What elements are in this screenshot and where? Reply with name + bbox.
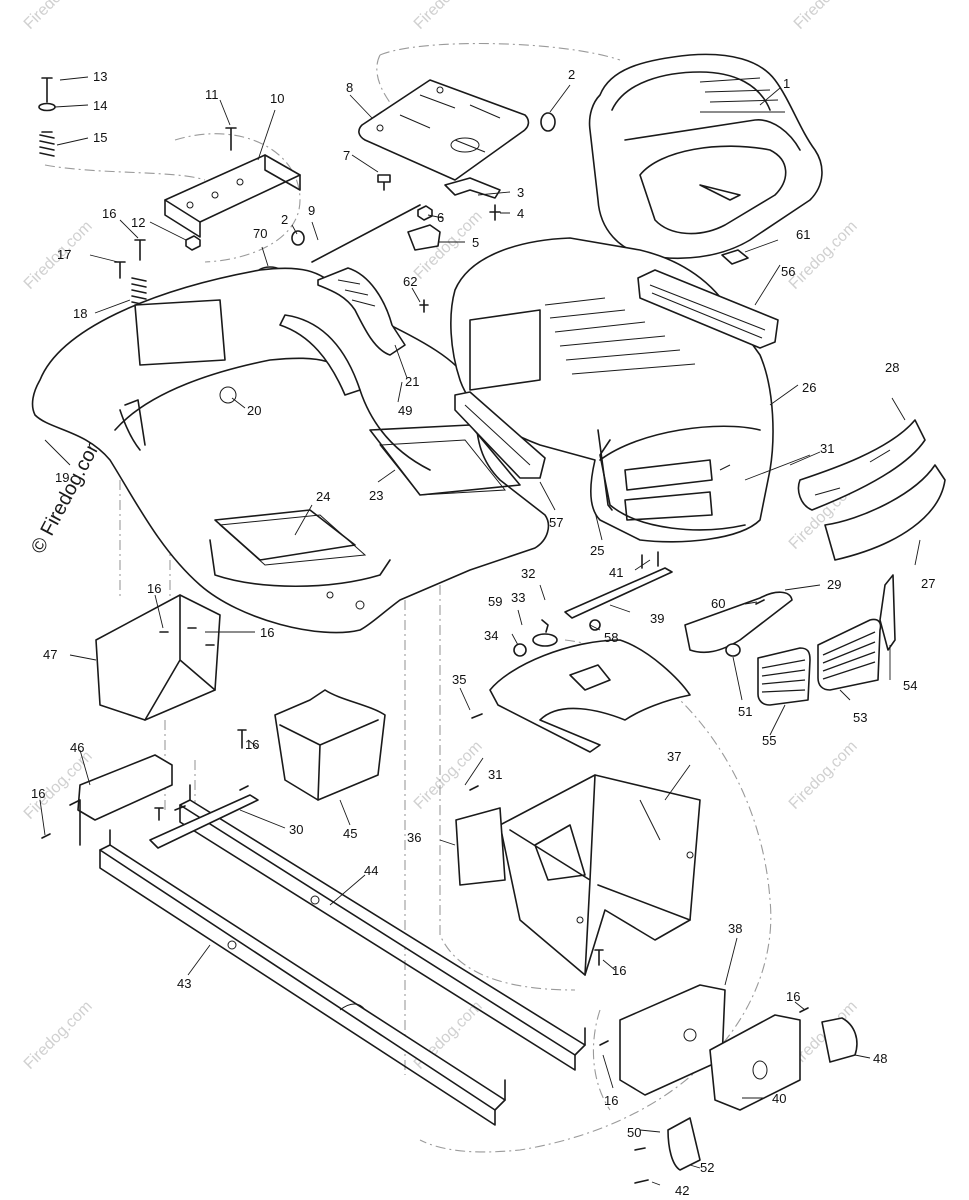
callout-6: 6	[437, 210, 444, 225]
callout-41: 41	[609, 565, 623, 580]
callout-7: 7	[343, 148, 350, 163]
callout-16: 16	[604, 1093, 618, 1108]
callout-25: 25	[590, 543, 604, 558]
part-console	[455, 774, 701, 976]
callout-42: 42	[675, 1183, 689, 1198]
callout-56: 56	[781, 264, 795, 279]
callout-17: 17	[57, 247, 71, 262]
callout-5: 5	[472, 235, 479, 250]
callout-15: 15	[93, 130, 107, 145]
callout-4: 4	[517, 206, 524, 221]
part-mats	[218, 439, 506, 566]
watermark: Firedog.com	[791, 0, 866, 33]
callout-31: 31	[820, 441, 834, 456]
callout-50: 50	[627, 1125, 641, 1140]
part-clip	[721, 249, 749, 265]
callout-57: 57	[549, 515, 563, 530]
part-side-panels	[454, 269, 779, 479]
callout-16: 16	[612, 963, 626, 978]
watermark: Firedog.com	[411, 0, 486, 33]
part-bumpers	[797, 419, 946, 561]
callout-20: 20	[247, 403, 261, 418]
callout-47: 47	[43, 647, 57, 662]
watermark: Firedog.com	[411, 738, 486, 813]
part-frame-rails	[99, 784, 586, 1126]
callout-10: 10	[270, 91, 284, 106]
callout-27: 27	[921, 576, 935, 591]
callout-30: 30	[289, 822, 303, 837]
callout-51: 51	[738, 704, 752, 719]
callout-16: 16	[102, 206, 116, 221]
callout-43: 43	[177, 976, 191, 991]
callout-24: 24	[316, 489, 330, 504]
part-fender	[31, 267, 550, 634]
callout-40: 40	[772, 1091, 786, 1106]
callout-26: 26	[802, 380, 816, 395]
callout-1: 1	[783, 76, 790, 91]
part-dash	[471, 619, 691, 753]
part-grille-assembly	[684, 574, 896, 706]
callout-53: 53	[853, 710, 867, 725]
callout-19: 19	[55, 470, 69, 485]
callout-16: 16	[245, 737, 259, 752]
callout-46: 46	[70, 740, 84, 755]
part-panel	[317, 267, 406, 356]
part-seat	[588, 53, 823, 260]
callout-60: 60	[711, 596, 725, 611]
part-lower-assembly	[41, 594, 604, 966]
callout-34: 34	[484, 628, 498, 643]
callout-33: 33	[511, 590, 525, 605]
callout-48: 48	[873, 1051, 887, 1066]
callout-18: 18	[73, 306, 87, 321]
callout-16: 16	[786, 989, 800, 1004]
watermark: Firedog.com	[21, 998, 96, 1073]
callout-2: 2	[568, 67, 575, 82]
callout-16: 16	[260, 625, 274, 640]
callout-14: 14	[93, 98, 107, 113]
callouts: 1 2 2 3 4 5 6 7 8 9 10 11 12 13 14 15 16…	[31, 67, 935, 1198]
callout-3: 3	[517, 185, 524, 200]
callout-28: 28	[885, 360, 899, 375]
callout-13: 13	[93, 69, 107, 84]
callout-39: 39	[650, 611, 664, 626]
side-watermark: © Firedog.com	[27, 431, 108, 557]
callout-54: 54	[903, 678, 917, 693]
part-strut	[597, 429, 811, 511]
leader-lines	[39, 76, 921, 1186]
callout-16: 16	[31, 786, 45, 801]
watermark: Firedog.com	[786, 738, 861, 813]
part-rear-brackets	[599, 984, 858, 1184]
watermark: Firedog.com	[21, 0, 96, 33]
callout-29: 29	[827, 577, 841, 592]
callout-32: 32	[521, 566, 535, 581]
callout-45: 45	[343, 826, 357, 841]
callout-52: 52	[700, 1160, 714, 1175]
callout-58: 58	[604, 630, 618, 645]
part-bracket	[164, 154, 301, 238]
callout-38: 38	[728, 921, 742, 936]
callout-61: 61	[796, 227, 810, 242]
callout-16: 16	[147, 581, 161, 596]
callout-12: 12	[131, 215, 145, 230]
callout-37: 37	[667, 749, 681, 764]
callout-44: 44	[364, 863, 378, 878]
callout-35: 35	[452, 672, 466, 687]
callout-9: 9	[308, 203, 315, 218]
callout-55: 55	[762, 733, 776, 748]
callout-2: 2	[281, 212, 288, 227]
callout-21: 21	[405, 374, 419, 389]
callout-31: 31	[488, 767, 502, 782]
callout-8: 8	[346, 80, 353, 95]
callout-59: 59	[488, 594, 502, 609]
callout-23: 23	[369, 488, 383, 503]
callout-36: 36	[407, 830, 421, 845]
callout-49: 49	[398, 403, 412, 418]
part-seat-plate	[358, 79, 530, 181]
callout-70: 70	[253, 226, 267, 241]
callout-11: 11	[205, 87, 219, 102]
callout-62: 62	[403, 274, 417, 289]
